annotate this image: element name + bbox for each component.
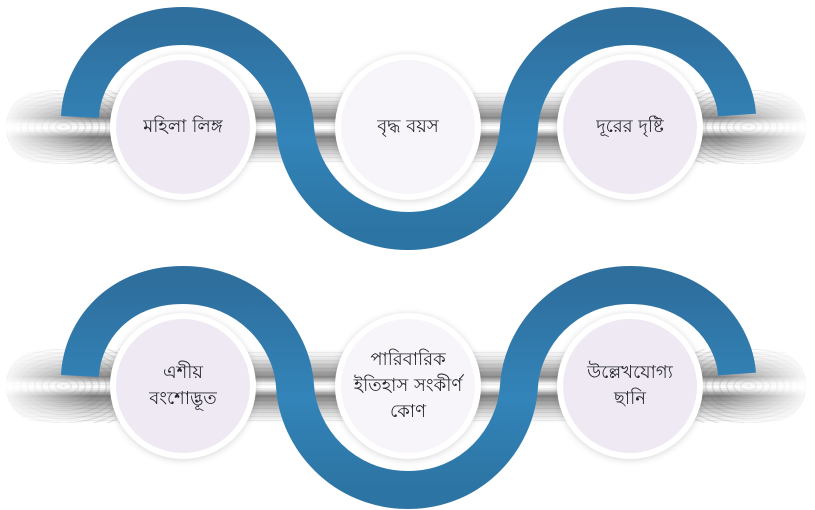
factor-label: ছানি [613, 388, 647, 409]
factor-circle-female-gender: মহিলা লিঙ্গ [110, 54, 256, 200]
factor-label: বংশোদ্ভূত [149, 388, 217, 409]
factor-circle-distance-vision: দূরের দৃষ্টি [557, 54, 703, 200]
factor-label: পারিবারিক [370, 348, 446, 370]
factor-label: বৃদ্ধ বয়স [377, 115, 439, 137]
factor-label: মহিলা লিঙ্গ [143, 115, 223, 137]
factor-circle-old-age: বৃদ্ধ বয়স [335, 54, 481, 200]
factor-circle-significant-cataract: উল্লেখযোগ্য ছানি [557, 313, 703, 459]
factor-label: এশীয় [162, 361, 204, 383]
factor-circle-family-history-narrow-angle: পারিবারিক ইতিহাস সংকীর্ণ কোণ [335, 313, 481, 459]
factor-label: উল্লেখযোগ্য [587, 361, 673, 383]
factor-circle-asian-descent: এশীয় বংশোদ্ভূত [110, 313, 256, 459]
factor-label: দূরের দৃষ্টি [596, 115, 664, 137]
factor-label: কোণ [390, 401, 426, 423]
factor-label: ইতিহাস সংকীর্ণ [353, 374, 463, 396]
